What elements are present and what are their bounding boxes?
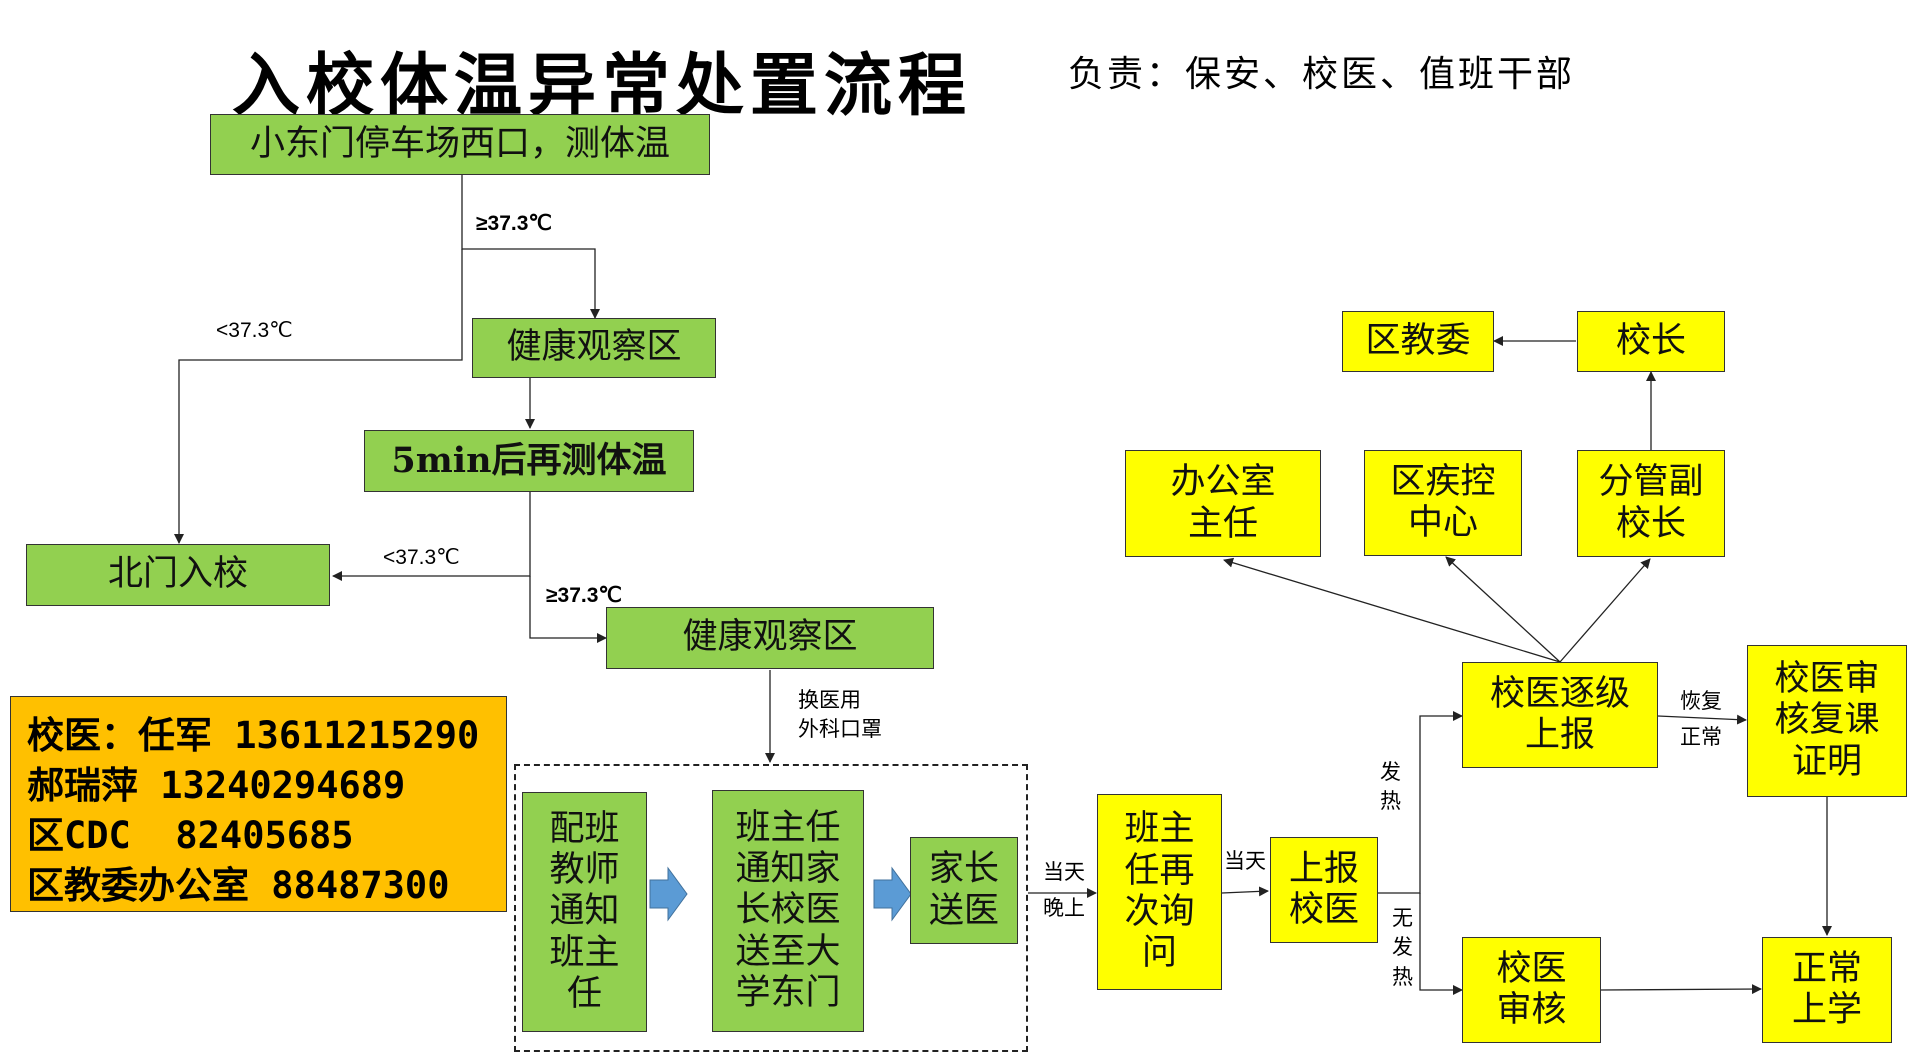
edge-label-lt373-b-text: <37.3℃ xyxy=(383,546,460,569)
node-doctor-report-up-label: 校医逐级上报 xyxy=(1489,673,1630,755)
edge-label-same-day: 当天 xyxy=(1224,849,1266,873)
edge-label-ge373-b: ≥37.3℃ xyxy=(546,584,622,607)
edge-label-recovered: 恢复 正常 xyxy=(1680,684,1722,755)
edge-label-fever-line2: 热 xyxy=(1380,789,1401,814)
node-parent-send-label: 家长送医 xyxy=(928,849,999,931)
contact-line: 区CDC 82405685 xyxy=(27,814,354,857)
edge-label-no-fever-line3: 热 xyxy=(1392,964,1413,989)
node-doctor-report-up: 校医逐级上报 xyxy=(1462,662,1658,768)
edge-label-ge373-a: ≥37.3℃ xyxy=(476,212,552,235)
edge-label-no-fever: 无 发 热 xyxy=(1392,904,1413,992)
edge-label-fever: 发 热 xyxy=(1380,758,1401,817)
edge-review-to-normal xyxy=(1600,984,1762,995)
edge-label-lt373-b: <37.3℃ xyxy=(383,545,460,570)
node-principal: 校长 xyxy=(1577,311,1725,372)
node-deputy-principal-label: 分管副校长 xyxy=(1598,462,1704,544)
node-head-notify: 班主任通知家长校医送至大学东门 xyxy=(712,790,864,1032)
edge-report-to-fever xyxy=(1378,711,1463,894)
block-arrow-1 xyxy=(649,866,688,922)
node-district-cdc-label: 区疾控中心 xyxy=(1390,461,1496,543)
node-north-gate: 北门入校 xyxy=(26,544,330,606)
edge-label-fever-line1: 发 xyxy=(1380,760,1401,784)
edge-label-same-day-night-line2: 晚上 xyxy=(1043,895,1085,920)
node-office-director-label: 办公室主任 xyxy=(1170,462,1276,544)
node-deputy-principal: 分管副校长 xyxy=(1577,450,1725,557)
parent-pickup-group xyxy=(514,764,1028,1052)
edge-start-to-north xyxy=(174,249,463,544)
node-start-label: 小东门停车场西口，测体温 xyxy=(249,123,670,164)
edge-label-no-fever-line2: 发 xyxy=(1392,935,1413,960)
edge-start-to-observe1 xyxy=(461,175,600,319)
node-teacher-notify: 配班教师通知班主任 xyxy=(522,792,647,1032)
node-parent-send: 家长送医 xyxy=(910,837,1018,944)
node-report-doctor-label: 上报校医 xyxy=(1288,848,1359,930)
node-doctor-review: 校医审核 xyxy=(1462,937,1601,1043)
edge-report-up-to-cdc xyxy=(1445,556,1561,663)
node-doctor-certify: 校医审核复课证明 xyxy=(1747,645,1907,797)
node-observe1-label: 健康观察区 xyxy=(506,327,682,368)
node-normal-school-label: 正常上学 xyxy=(1791,948,1862,1030)
contact-line: 校医：任军 13611215290 xyxy=(27,714,480,757)
edge-report-to-nofever xyxy=(1419,893,1463,995)
edge-label-mask-line1: 换医用 xyxy=(798,688,861,712)
edge-label-recovered-line1: 恢复 xyxy=(1680,689,1722,713)
node-retest-label: 5min后再测体温 xyxy=(391,440,667,482)
edge-label-recovered-line2: 正常 xyxy=(1680,724,1722,749)
node-head-notify-label: 班主任通知家长校医送至大学东门 xyxy=(735,807,841,1013)
contact-line: 郝瑞萍 13240294689 xyxy=(27,764,406,807)
edge-label-mask-line2: 外科口罩 xyxy=(798,717,882,742)
responsible-text: 负责：保安、校医、值班干部 xyxy=(1068,54,1576,95)
edge-label-lt373-a: <37.3℃ xyxy=(216,318,293,343)
node-observe2-label: 健康观察区 xyxy=(682,617,858,658)
edge-label-lt373-a-text: <37.3℃ xyxy=(216,319,293,342)
contact-line: 区教委办公室 88487300 xyxy=(27,864,450,907)
node-observe2: 健康观察区 xyxy=(606,607,934,669)
node-doctor-certify-label: 校医审核复课证明 xyxy=(1774,659,1880,782)
node-district-edu: 区教委 xyxy=(1342,311,1494,372)
node-principal-label: 校长 xyxy=(1615,320,1686,361)
edge-label-mask: 换医用 外科口罩 xyxy=(798,686,882,745)
page-title: 入校体温异常处置流程 xyxy=(232,46,973,126)
edge-label-same-day-night: 当天 晚上 xyxy=(1043,855,1085,926)
edge-label-same-day-night-line1: 当天 xyxy=(1043,860,1085,884)
edge-label-no-fever-line1: 无 xyxy=(1392,906,1413,930)
node-start: 小东门停车场西口，测体温 xyxy=(210,114,710,175)
edge-headask-to-report xyxy=(1221,886,1269,897)
node-district-edu-label: 区教委 xyxy=(1365,320,1471,361)
node-retest: 5min后再测体温 xyxy=(364,430,694,492)
edge-report-up-to-certify xyxy=(1657,714,1747,725)
node-report-doctor: 上报校医 xyxy=(1270,837,1378,943)
block-arrow-2 xyxy=(873,866,912,922)
edge-retest-to-observe2 xyxy=(529,576,607,643)
node-office-director: 办公室主任 xyxy=(1125,450,1321,557)
contact-panel: 校医：任军 13611215290 郝瑞萍 13240294689 区CDC 8… xyxy=(10,696,507,912)
node-doctor-review-label: 校医审核 xyxy=(1496,948,1567,1030)
edge-report-up-to-deputy xyxy=(1559,558,1651,663)
node-observe1: 健康观察区 xyxy=(472,318,716,378)
node-head-ask: 班主任再次询问 xyxy=(1097,794,1222,990)
node-north-gate-label: 北门入校 xyxy=(107,554,248,595)
edge-report-up-to-office xyxy=(1223,557,1561,663)
node-head-ask-label: 班主任再次询问 xyxy=(1124,809,1195,974)
node-normal-school: 正常上学 xyxy=(1762,937,1892,1043)
node-district-cdc: 区疾控中心 xyxy=(1364,450,1522,556)
node-teacher-notify-label: 配班教师通知班主任 xyxy=(549,808,620,1014)
